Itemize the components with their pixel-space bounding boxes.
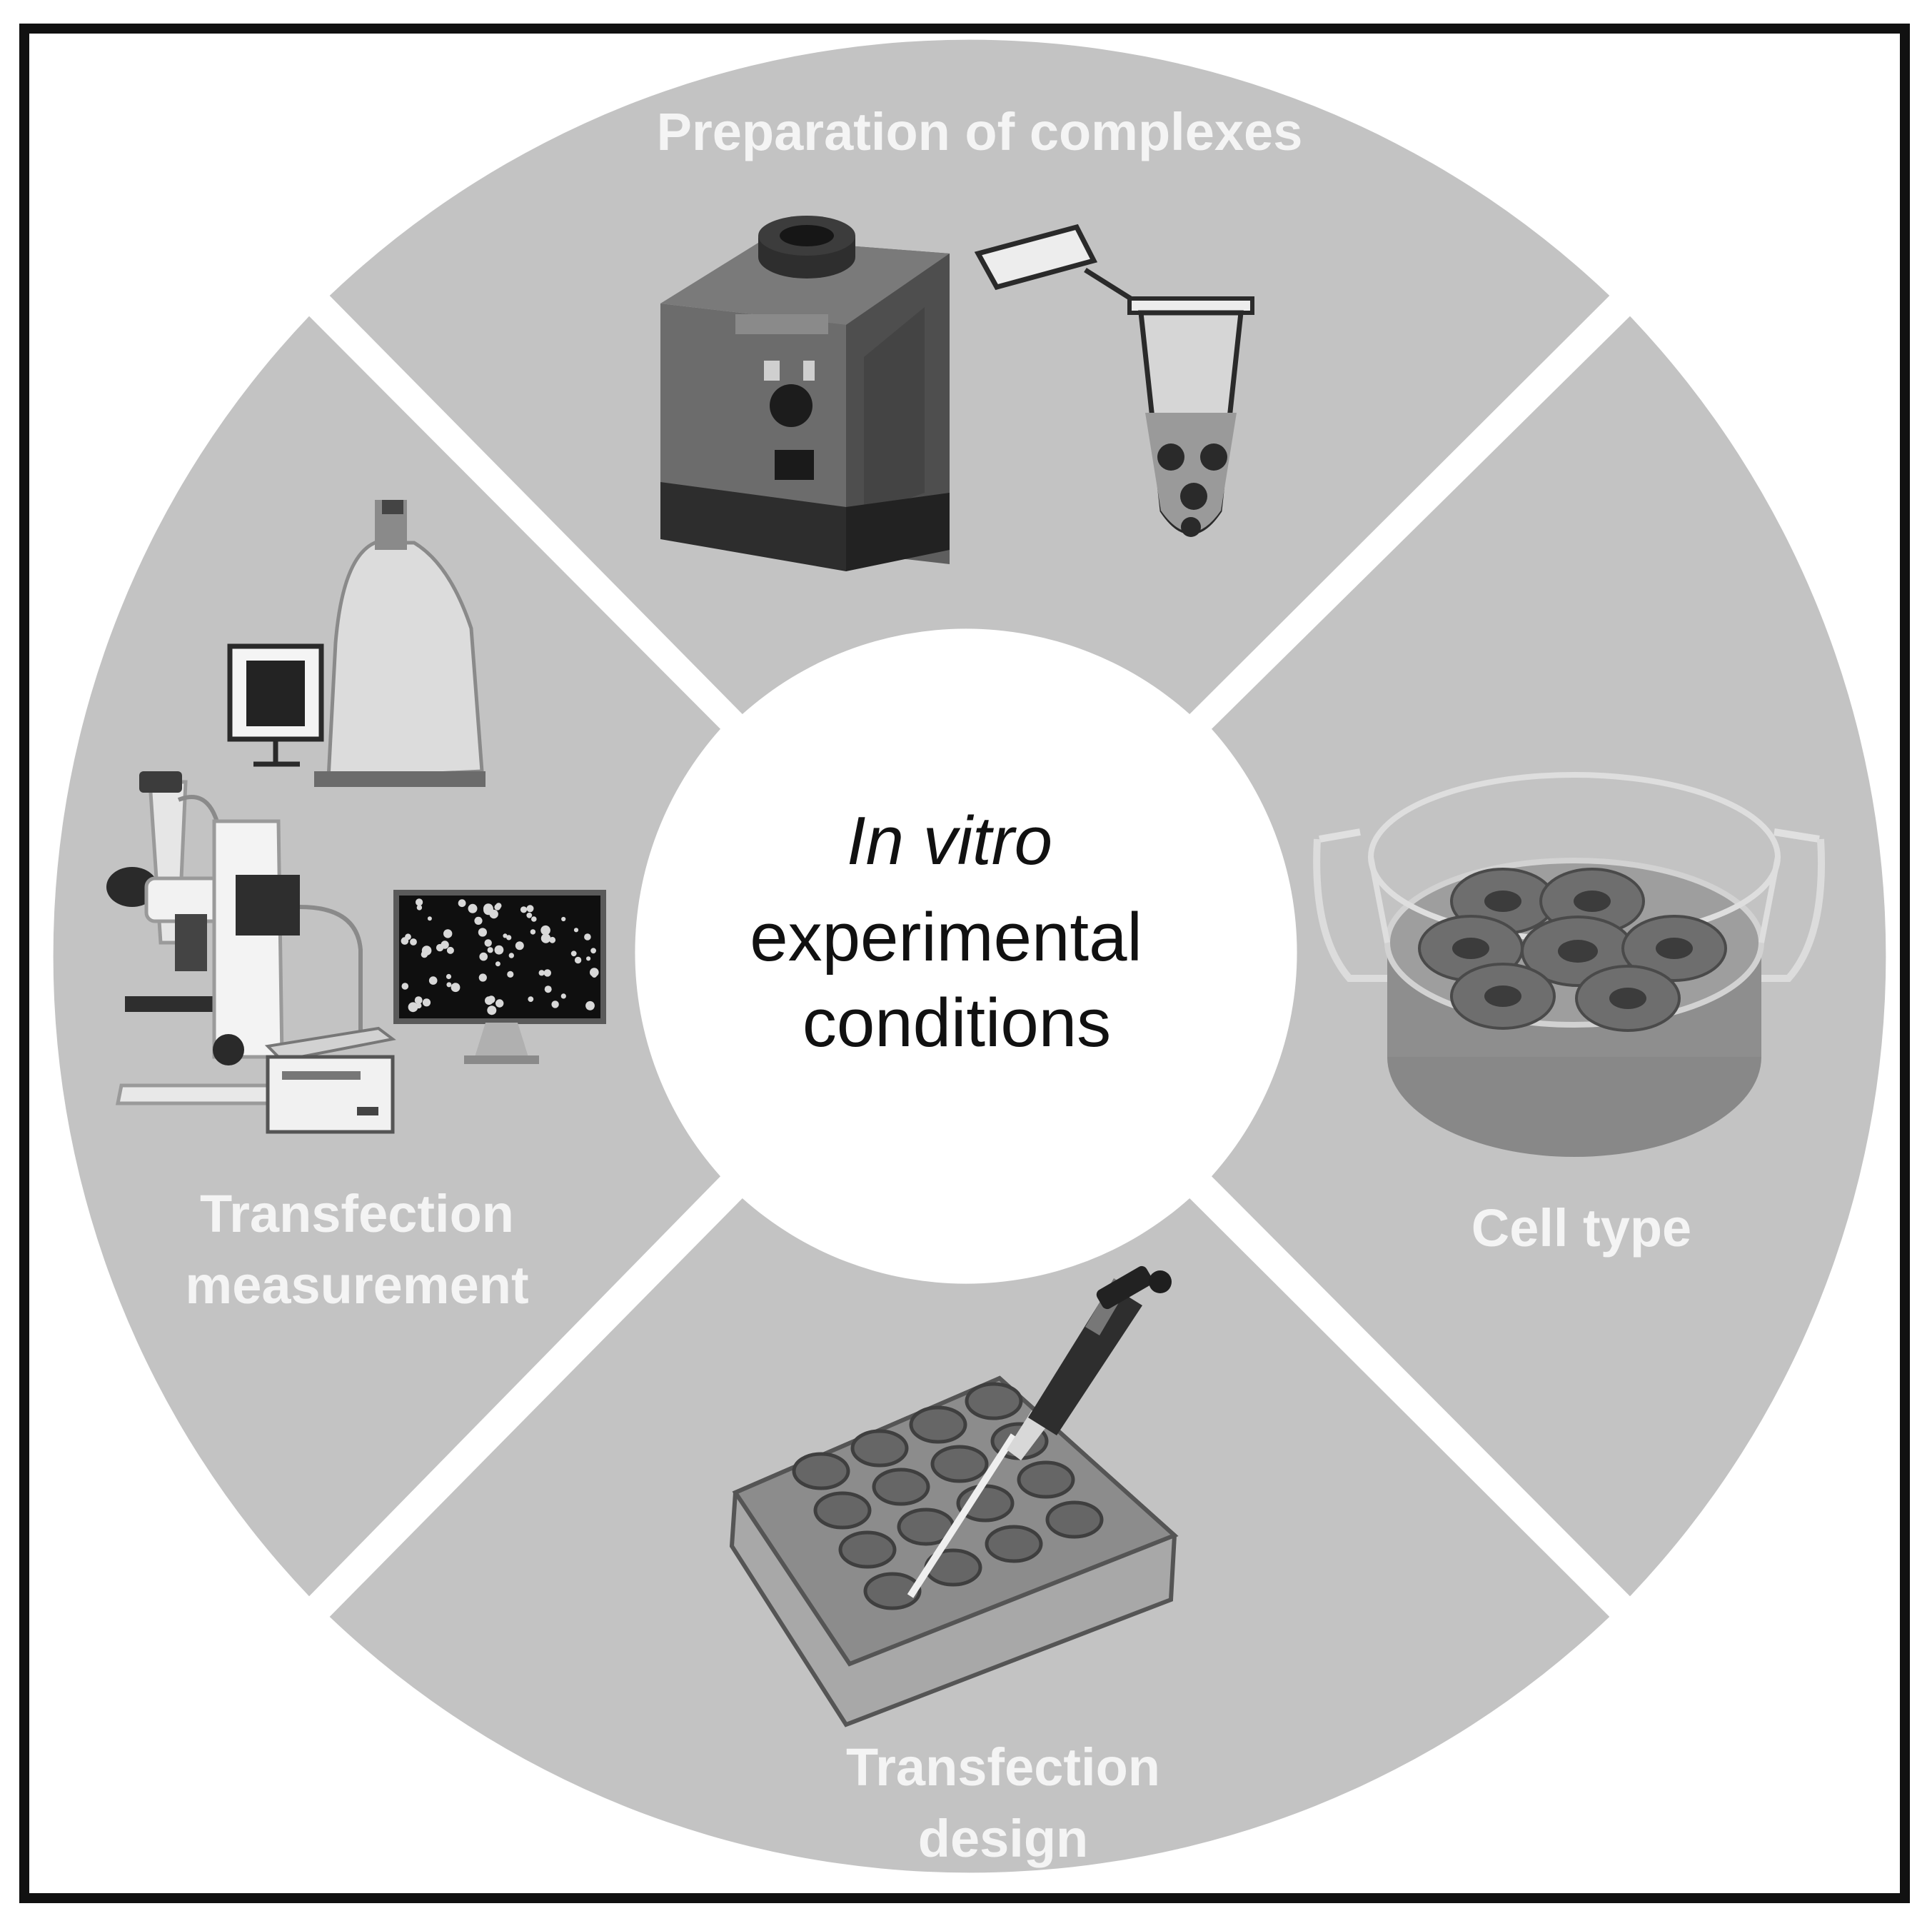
label-transfection-design-line1: Transfection (846, 1737, 1160, 1797)
fluorescence-speck (458, 899, 466, 908)
fluorescence-speck (520, 906, 528, 913)
fluorescence-speck (506, 935, 512, 941)
fluorescence-speck (451, 983, 461, 993)
pipette-icon (907, 1265, 1172, 1598)
center-title-line1: In vitro (847, 803, 1052, 879)
fluorescence-speck (446, 973, 452, 980)
fluorescence-speck (416, 898, 423, 906)
fluorescence-speck (574, 956, 582, 964)
fluorescence-speck (560, 993, 566, 999)
fluorescence-speck (485, 996, 493, 1005)
fluorescence-speck (549, 936, 556, 943)
fluorescence-speck (495, 961, 500, 967)
center-title-line3: conditions (803, 985, 1111, 1061)
fluorescence-speck (586, 956, 591, 961)
fluorescence-speck (528, 996, 534, 1002)
petri-dish-cells-icon (1313, 772, 1826, 1157)
fluorescence-speck (515, 941, 524, 951)
fluorescence-speck (479, 952, 488, 961)
fluorescence-speck (427, 916, 432, 921)
fluorescence-speck (540, 925, 550, 936)
center-title-line2: experimental (750, 899, 1142, 975)
fluorescence-speck (526, 905, 534, 913)
vortex-mixer-icon (660, 216, 950, 571)
fluorescence-speck (540, 933, 551, 943)
fluorescence-speck (414, 996, 423, 1004)
monitor-fluorescence-icon (393, 890, 606, 1064)
fluorescence-speck (487, 947, 493, 953)
label-preparation-of-complexes: Preparation of complexes (657, 102, 1303, 161)
fluorescence-speck (484, 939, 492, 947)
label-transfection-design-line2: design (918, 1809, 1088, 1868)
fluorescence-speck (590, 948, 596, 954)
fluorescence-speck (428, 976, 438, 985)
fluorescence-speck (494, 903, 501, 911)
fluorescence-speck (408, 1002, 418, 1013)
center-circle (652, 635, 1287, 1270)
fluorescence-speck (526, 912, 533, 918)
microcentrifuge-tube-icon (974, 224, 1254, 537)
fluorescence-speck (561, 916, 566, 922)
controller-box-icon (264, 1026, 396, 1134)
fluorescence-speck (585, 1000, 595, 1010)
fluorescence-speck (401, 937, 409, 945)
fluorescence-speck (494, 945, 504, 955)
label-transfection-measurement-line2: measurement (185, 1255, 528, 1315)
imaging-system-icon (227, 500, 485, 787)
fluorescence-speck (446, 946, 454, 954)
fluorescence-speck (401, 983, 409, 990)
fluorescence-speck (543, 969, 551, 977)
fluorescence-speck (478, 973, 487, 982)
fluorescence-speck (544, 985, 552, 993)
fluorescence-speck (443, 929, 453, 938)
fluorescence-speck (487, 1005, 497, 1015)
fluorescence-speck (531, 916, 537, 922)
fluorescence-speck (530, 929, 536, 935)
label-cell-type: Cell type (1471, 1198, 1691, 1258)
fluorescence-speck (495, 999, 504, 1008)
fluorescence-speck (441, 941, 449, 949)
fluorescence-speck (416, 905, 423, 911)
microscope-icon (106, 771, 363, 1105)
fluorescence-speck (410, 938, 417, 946)
fluorescence-speck (416, 1003, 422, 1009)
label-transfection-measurement-line1: Transfection (200, 1184, 514, 1243)
fluorescence-speck (507, 970, 514, 978)
fluorescence-speck (508, 953, 514, 958)
fluorescence-speck (551, 1000, 559, 1008)
fluorescence-speck (584, 933, 591, 941)
fluorescence-speck (478, 928, 488, 937)
fluorescence-speck (573, 928, 579, 933)
fluorescence-speck (503, 933, 508, 938)
fluorescence-speck (570, 951, 577, 957)
fluorescence-speck (446, 982, 452, 988)
segment-left (53, 316, 720, 1597)
fluorescence-speck (538, 970, 545, 976)
fluorescence-speck (591, 972, 598, 978)
fluorescence-speck (474, 916, 483, 925)
fluorescence-speck (483, 903, 493, 913)
fluorescence-speck (422, 998, 431, 1007)
fluorescence-speck (421, 951, 428, 958)
fluorescence-speck (468, 903, 478, 913)
segment-top (329, 39, 1610, 714)
